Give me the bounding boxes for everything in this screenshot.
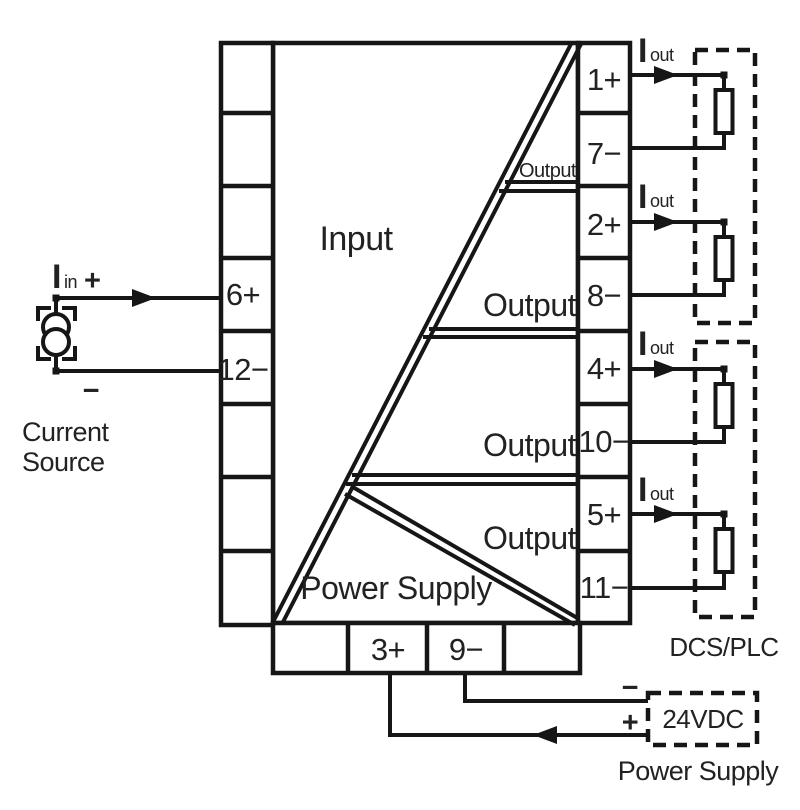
wire-junction-dot <box>52 294 60 302</box>
wire-junction-dot <box>720 218 728 226</box>
output4-section-label: Output <box>483 520 577 556</box>
psu-box <box>645 690 760 748</box>
terminal-label: 12− <box>217 352 268 387</box>
output-current-subscript: out <box>650 45 674 65</box>
output2-divider <box>423 327 578 339</box>
current-source-caption-line1: Current <box>22 417 110 447</box>
terminal-label: 10− <box>578 424 629 459</box>
load-resistor <box>713 235 735 282</box>
output-loop-4: I out <box>630 471 735 590</box>
output3-arrow-icon <box>654 360 678 378</box>
output3-divider <box>346 473 578 486</box>
output1-positive-wire <box>630 73 726 90</box>
wire-junction-dot <box>52 367 60 375</box>
bottom-terminal-labels: 3+ 9− <box>371 632 484 667</box>
isolation-diagonal <box>271 43 583 623</box>
dcs-plc-caption: DCS/PLC <box>669 632 778 662</box>
terminal-label: 4+ <box>587 351 621 386</box>
current-source-brackets <box>36 306 77 361</box>
power-section-diagonal <box>344 484 581 627</box>
output-circuits: I out I out I out <box>630 32 779 662</box>
psu-caption: Power Supply <box>618 756 780 786</box>
output-current-symbol: I <box>638 471 647 509</box>
output-loop-2: I out <box>630 178 735 297</box>
output-current-subscript: out <box>650 191 674 211</box>
psu-wire-arrow-icon <box>533 726 557 744</box>
output1-section-label: Output <box>519 160 577 182</box>
input-section-label: Input <box>319 220 393 258</box>
isolator-device: Input Output Output Output Output Power … <box>217 40 633 676</box>
current-source-caption-line2: Source <box>22 447 105 477</box>
load-resistor <box>713 382 735 429</box>
terminal-label: 6+ <box>226 277 260 312</box>
output-current-symbol: I <box>638 325 647 363</box>
psu-plus-sign: + <box>622 707 638 739</box>
terminal-label: 2+ <box>587 207 621 242</box>
terminal-label: 11− <box>580 570 629 605</box>
terminal-label: 5+ <box>587 497 621 532</box>
right-terminal-labels: 1+ 7− 2+ 8− 4+ 10− 5+ 11− <box>578 62 630 605</box>
output-loop-3: I out <box>630 325 735 444</box>
output-loop-1: I out <box>630 32 735 150</box>
output4-arrow-icon <box>654 505 678 523</box>
terminal-label: 1+ <box>587 62 621 97</box>
right-column-cell-dividers <box>578 110 630 554</box>
psu-voltage-label: 24VDC <box>662 704 743 734</box>
terminal-label: 7− <box>587 136 621 171</box>
source-minus-sign: − <box>83 375 99 407</box>
power-circuit: − + 24VDC Power Supply <box>388 672 780 786</box>
output2-section-label: Output <box>483 287 577 323</box>
input-wire-arrow-icon <box>132 289 156 307</box>
terminal-label: 9− <box>449 632 483 667</box>
output4-negative-wire <box>630 572 726 590</box>
current-source-symbol <box>41 312 71 357</box>
load-resistor <box>713 88 735 135</box>
input-current-symbol: I <box>52 258 61 296</box>
left-column-cell-dividers <box>221 110 273 554</box>
output3-positive-wire <box>630 367 726 384</box>
terminal-label: 8− <box>587 278 621 313</box>
input-plus-sign: + <box>84 265 100 297</box>
psu-minus-sign: − <box>622 672 638 704</box>
output2-arrow-icon <box>654 213 678 231</box>
output-current-symbol: I <box>638 32 647 70</box>
wire-junction-dot <box>720 71 728 79</box>
output-current-subscript: out <box>650 338 674 358</box>
output1-negative-wire <box>630 133 726 150</box>
output1-arrow-icon <box>654 66 678 84</box>
psu-positive-wire <box>388 673 648 737</box>
left-terminal-labels: 6+ 12− <box>217 277 269 387</box>
input-current-subscript: in <box>64 272 77 292</box>
input-circuit: I in + − Current Source <box>22 258 221 477</box>
wire-junction-dot <box>720 365 728 373</box>
psu-negative-wire <box>463 673 648 703</box>
input-negative-wire <box>54 355 221 373</box>
output4-positive-wire <box>630 512 726 529</box>
load-resistor <box>713 527 735 574</box>
output2-negative-wire <box>630 280 726 297</box>
output3-negative-wire <box>630 427 726 444</box>
output3-section-label: Output <box>483 427 577 463</box>
output-current-symbol: I <box>638 178 647 216</box>
output-current-subscript: out <box>650 484 674 504</box>
dcs-plc-box-2 <box>692 339 758 620</box>
power-supply-section-label: Power Supply <box>300 570 492 606</box>
output2-positive-wire <box>630 220 726 237</box>
terminal-label: 3+ <box>371 632 405 667</box>
output1-divider <box>499 180 578 193</box>
wire-junction-dot <box>720 510 728 518</box>
dcs-plc-box-1 <box>692 47 758 326</box>
bottom-row-cell-dividers <box>345 623 507 673</box>
left-terminal-column <box>218 40 276 628</box>
